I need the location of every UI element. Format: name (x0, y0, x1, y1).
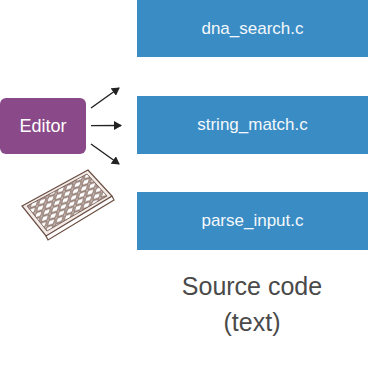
keyboard-keys (27, 174, 107, 231)
arrow-connector (91, 88, 119, 108)
keyboard-edge (46, 196, 114, 240)
node-text: dna_search.c (201, 19, 303, 39)
keyboard-body (22, 170, 112, 236)
source-file-box: dna_search.c (137, 0, 368, 57)
editor-box: Editor (0, 98, 86, 154)
node-text: parse_input.c (201, 211, 303, 231)
node-text: string_match.c (197, 115, 308, 135)
node-text: Editor (19, 116, 66, 137)
source-file-box: string_match.c (137, 96, 368, 154)
caption-label: Source code (text) (162, 268, 342, 341)
source-file-box: parse_input.c (137, 192, 368, 250)
arrow-connector (91, 125, 121, 127)
arrow-connector (91, 144, 119, 164)
